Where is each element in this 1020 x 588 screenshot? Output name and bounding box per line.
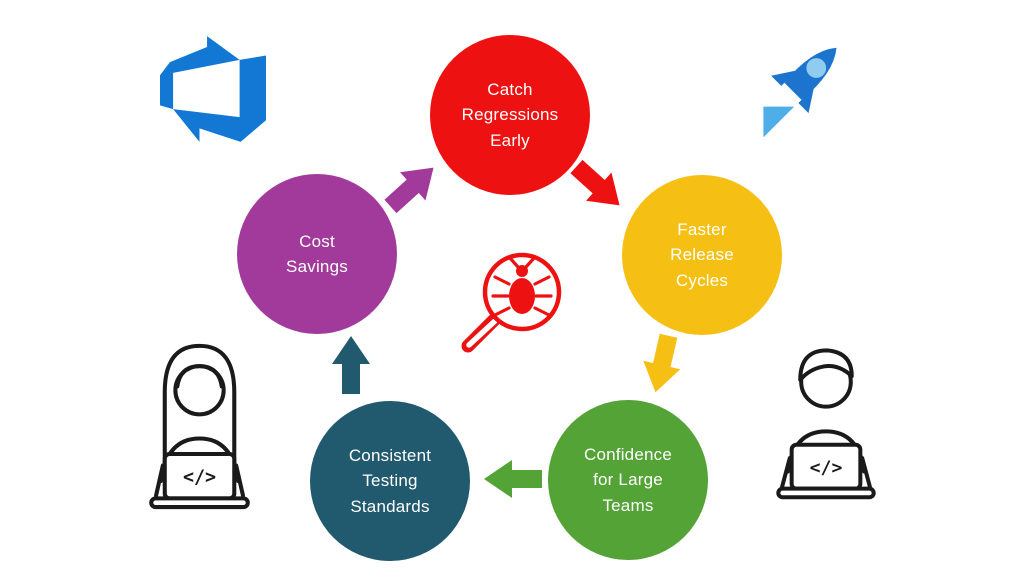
node-faster-release-cycles: Faster Release Cycles [622, 175, 782, 335]
man-developer-illustration: </> [776, 348, 876, 500]
woman-fringe [175, 364, 224, 389]
magnifier-handle-inner [466, 317, 499, 348]
node-confidence-for-large-teams: Confidence for Large Teams [548, 400, 708, 560]
arrow-confidence-to-standards [484, 460, 542, 498]
arrow-standards-to-cost [332, 336, 370, 394]
bug-antenna-right [524, 255, 537, 269]
bug-head [516, 265, 528, 277]
bug-body [509, 278, 535, 314]
bug-leg [533, 275, 551, 286]
bug-leg [493, 306, 511, 317]
arrow-shape [384, 167, 434, 214]
arrow-release-to-confidence [643, 333, 681, 393]
man-laptop-code-symbol: </> [810, 457, 843, 478]
bug-magnifier-icon [461, 252, 562, 353]
azure-devops-logo-shape [160, 36, 266, 142]
arrow-cost-to-catch [384, 167, 434, 214]
rocket-logo [763, 47, 837, 138]
node-catch-regressions-early: Catch Regressions Early [430, 35, 590, 195]
woman-arm-right [234, 463, 245, 498]
arrow-shape [643, 333, 681, 393]
node-consistent-testing-standards: Consistent Testing Standards [310, 401, 470, 561]
azure-devops-logo [160, 36, 266, 142]
woman-arm-left [154, 463, 165, 498]
woman-laptop-base [149, 496, 250, 510]
bug-leg [493, 275, 511, 286]
woman-developer-illustration: </> [149, 343, 250, 510]
man-hair [798, 348, 854, 382]
rocket-launchpad [763, 106, 795, 138]
arrow-catch-to-release [570, 159, 620, 206]
rocket-fin-left [771, 70, 797, 86]
man-arm-left [780, 456, 792, 489]
arrow-shape [332, 336, 370, 394]
rocket-fin-right [798, 87, 814, 114]
node-cost-savings: Cost Savings [237, 174, 397, 334]
man-laptop-base [776, 486, 876, 500]
arrow-shape [484, 460, 542, 498]
man-arm-right [860, 456, 872, 489]
bug-antenna-left [507, 255, 520, 269]
rocket-window [806, 58, 827, 78]
arrow-shape [570, 159, 620, 206]
bug-leg [533, 306, 551, 317]
woman-laptop-code-symbol: </> [183, 467, 216, 488]
